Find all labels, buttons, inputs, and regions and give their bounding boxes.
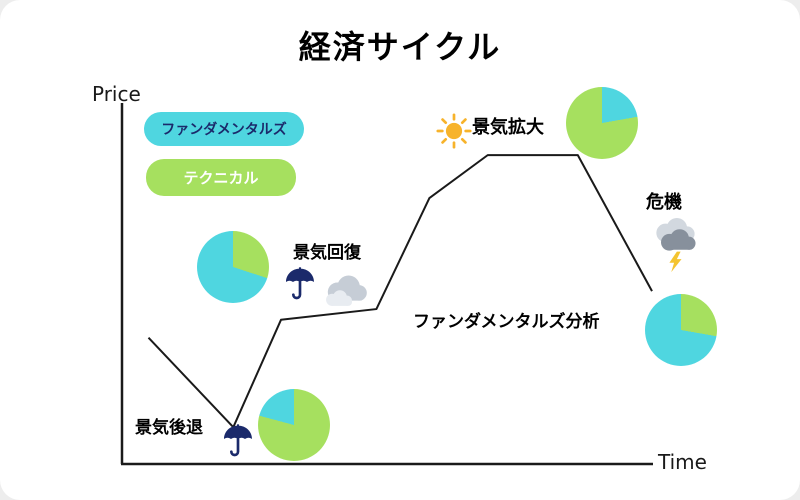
pie-chart-mid-left <box>197 231 269 303</box>
umbrella-icon <box>284 266 316 302</box>
y-axis-label: Price <box>92 82 141 106</box>
pie-chart-bottom <box>258 389 330 461</box>
fundamentals-analysis-label: ファンダメンタルズ分析 <box>413 312 600 332</box>
legend-label-technical: テクニカル <box>183 169 259 187</box>
expansion-label: 景気拡大 <box>472 117 544 138</box>
crisis-label: 危機 <box>646 192 682 213</box>
pie-chart-top-right <box>566 87 638 159</box>
legend-item-technical: テクニカル <box>146 159 296 196</box>
storm-lightning-icon <box>648 218 702 274</box>
page-title: 経済サイクル <box>298 28 502 66</box>
recession-label: 景気後退 <box>135 418 203 438</box>
legend-item-fundamentals: ファンダメンタルズ <box>144 112 304 146</box>
sun-icon <box>436 113 472 149</box>
recovery-label: 景気回復 <box>293 243 361 263</box>
umbrella-icon <box>222 422 254 460</box>
legend-label-fundamentals: ファンダメンタルズ <box>161 122 287 138</box>
pie-chart-right <box>645 294 717 366</box>
x-axis-label: Time <box>658 450 707 474</box>
cloud-icon <box>320 274 372 310</box>
